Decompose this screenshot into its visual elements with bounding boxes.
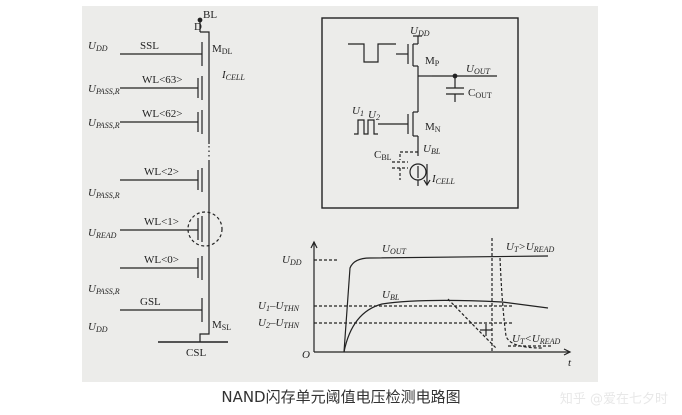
sense-udd-label: UDD (410, 25, 430, 38)
gsl-label: GSL (140, 296, 161, 308)
icell-label: ICELL (221, 69, 245, 82)
condition-high-label: UT>UREAD (506, 241, 554, 254)
ubl-curve (343, 299, 549, 353)
bl-label: BL (203, 9, 217, 21)
level-1-label: U1–UTHN (258, 300, 300, 313)
wl63-label: WL<63> (142, 74, 183, 86)
nand-string (120, 17, 228, 343)
icell-arrow-head (423, 179, 431, 187)
x-axis-arrow (563, 348, 572, 356)
u1-label: U1 (352, 105, 364, 118)
pmos-gate-pulse (348, 43, 396, 63)
waveform-plot (310, 238, 572, 356)
upass-label-4: UPASS,R (88, 283, 120, 296)
wl2-label: WL<2> (144, 166, 179, 178)
uout-drop-curve (499, 257, 543, 349)
sense-circuit (321, 17, 519, 209)
bitline-node (197, 17, 203, 23)
uout-label: UOUT (466, 63, 491, 76)
origin-label: O (302, 349, 310, 361)
upass-label-1: UPASS,R (88, 83, 120, 96)
mp-label: MP (425, 55, 440, 68)
level-2-label: U2–UTHN (258, 317, 300, 330)
uout-curve (343, 255, 549, 353)
wl1-label: WL<1> (144, 216, 179, 228)
sense-circuit-labels: UDD MP UOUT COUT U1 U2 MN UBL CBL ICELL (352, 25, 492, 186)
upass-label-3: UPASS,R (88, 187, 120, 200)
string-wire-top (200, 31, 210, 42)
y-axis-arrow (310, 240, 318, 249)
upass-label-2: UPASS,R (88, 117, 120, 130)
paper-background (82, 6, 598, 382)
waveform-labels: UDD UOUT UT>UREAD UBL U1–UTHN U2–UTHN UT… (258, 241, 572, 369)
ssl-label: SSL (140, 40, 159, 52)
nmos-gate-pulses (354, 119, 378, 135)
plot-ubl-label: UBL (382, 289, 400, 302)
udd-top-label: UDD (88, 40, 108, 53)
string-wire-bottom (199, 322, 210, 342)
csl-label: CSL (186, 347, 206, 359)
watermark-text: 知乎 @爱在七夕时 (559, 392, 668, 407)
wl62-label: WL<62> (142, 108, 183, 120)
mdl-label: MDL (212, 43, 233, 56)
circuit-diagram-photo: BL D MDL ICELL UDD SSL UPASS,R WL<63> UP… (82, 6, 598, 382)
msl-label: MSL (212, 319, 231, 332)
udd-bot-label: UDD (88, 321, 108, 334)
plot-uout-label: UOUT (382, 243, 407, 256)
cbl-wire (399, 151, 418, 160)
u2-label: U2 (368, 109, 380, 122)
sense-circuit-frame (321, 17, 519, 209)
wl0-label: WL<0> (144, 254, 179, 266)
uread-label: UREAD (88, 227, 117, 240)
cbl-label: CBL (374, 149, 392, 162)
sense-icell-label: ICELL (431, 173, 455, 186)
ubl-label: UBL (423, 143, 441, 156)
figure-caption: NAND闪存单元阈值电压检测电路图 (221, 388, 461, 406)
time-axis-label: t (568, 357, 572, 369)
condition-low-label: UT<UREAD (512, 333, 560, 346)
plot-udd-label: UDD (282, 254, 302, 267)
d-label: D (194, 21, 202, 33)
selected-cell-highlight (187, 211, 223, 247)
nand-string-labels: BL D MDL ICELL UDD SSL UPASS,R WL<63> UP… (88, 9, 245, 359)
mn-label: MN (425, 121, 441, 134)
cout-label: COUT (468, 87, 492, 100)
